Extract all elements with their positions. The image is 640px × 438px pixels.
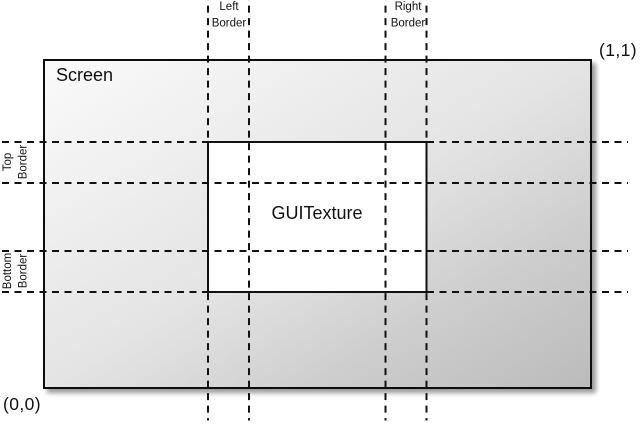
svg-text:Border: Border bbox=[212, 18, 247, 30]
svg-text:(1,1): (1,1) bbox=[599, 40, 637, 60]
svg-text:Left: Left bbox=[219, 1, 239, 13]
svg-text:Screen: Screen bbox=[56, 65, 113, 85]
svg-text:Top: Top bbox=[2, 153, 14, 172]
svg-text:Border: Border bbox=[18, 254, 30, 289]
svg-text:Right: Right bbox=[395, 1, 423, 13]
svg-text:Bottom: Bottom bbox=[2, 253, 14, 289]
svg-text:Border: Border bbox=[18, 145, 30, 180]
svg-text:Border: Border bbox=[391, 18, 426, 30]
svg-text:(0,0): (0,0) bbox=[3, 394, 41, 414]
svg-text:GUITexture: GUITexture bbox=[271, 203, 362, 223]
